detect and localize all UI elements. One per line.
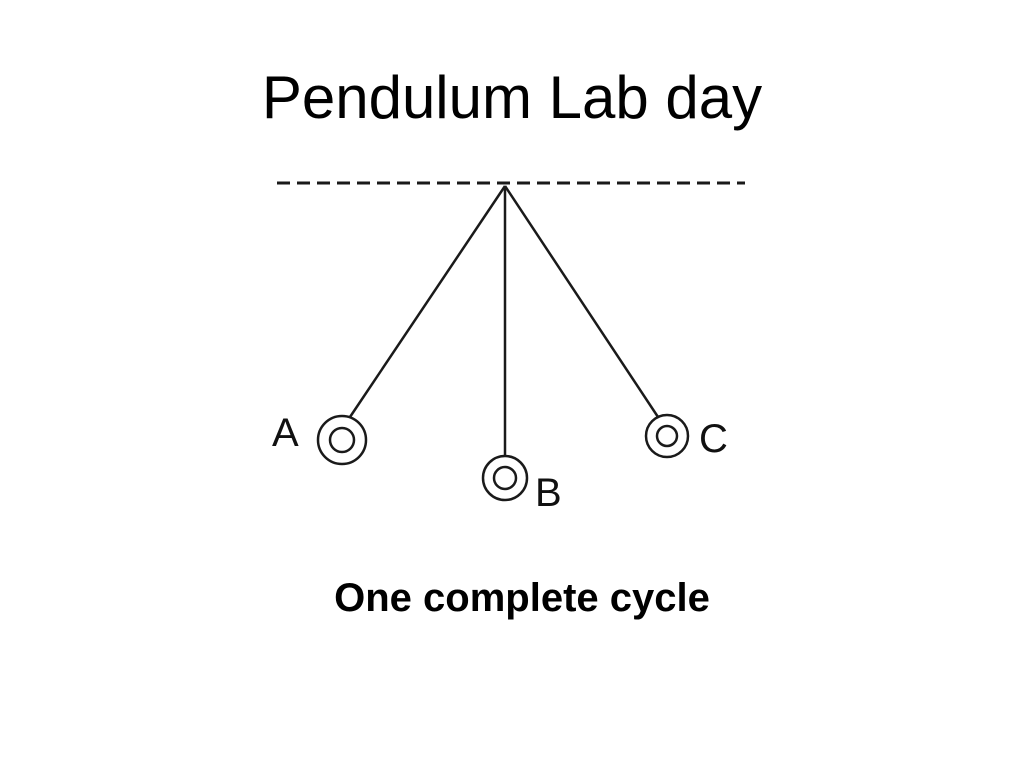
pendulum-string-c (503, 185, 660, 418)
pendulum-bob-b (481, 454, 529, 502)
pendulum-bob-c (644, 413, 690, 459)
caption: One complete cycle (334, 576, 710, 620)
slide-title: Pendulum Lab day (261, 64, 763, 131)
label-a: A (272, 411, 299, 455)
label-c: C (699, 417, 728, 461)
pendulum-bob-a (316, 414, 368, 466)
label-b: B (535, 471, 562, 515)
pendulum-string-a (348, 185, 507, 418)
